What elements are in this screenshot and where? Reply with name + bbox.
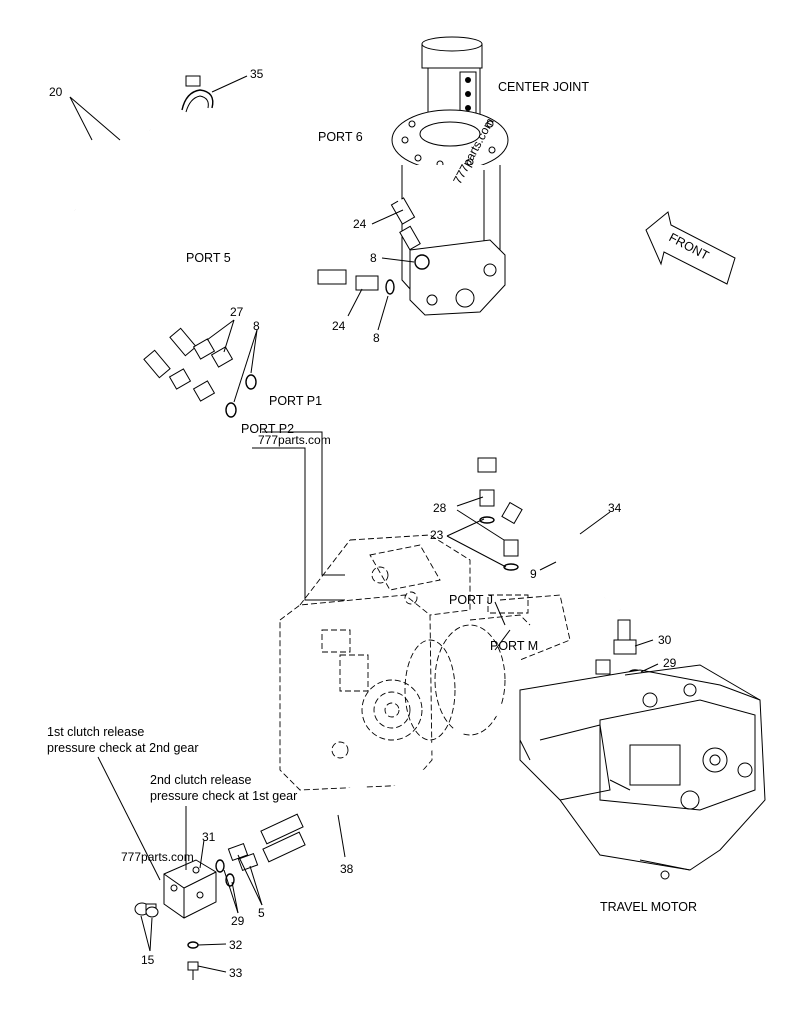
part-number-20: 20	[49, 85, 63, 99]
port-p2-label: PORT P2	[241, 422, 294, 436]
port-5-label: PORT 5	[186, 251, 231, 265]
clamp-35-drawing	[181, 75, 214, 113]
port-j-label: PORT J	[449, 593, 493, 607]
travel-motor-label: TRAVEL MOTOR	[600, 900, 697, 914]
part-number-8: 8	[370, 251, 377, 265]
check-block-drawing	[134, 859, 217, 980]
part-number-24: 24	[332, 319, 346, 333]
part-number-38: 38	[340, 862, 354, 876]
watermark-low: 777parts.com	[121, 850, 194, 864]
note-2nd-clutch-line1: 2nd clutch release	[150, 773, 252, 787]
port-6-label: PORT 6	[318, 130, 363, 144]
part-number-31: 31	[202, 830, 216, 844]
part-number-32: 32	[229, 938, 243, 952]
watermark-mid: 777parts.com	[258, 433, 331, 447]
port-m-label: PORT M	[490, 639, 538, 653]
leader-lines	[69, 75, 659, 973]
part-number-33: 33	[229, 966, 243, 980]
pump-drawing	[279, 534, 571, 791]
center-joint-label: CENTER JOINT	[498, 80, 589, 94]
part-number-8: 8	[253, 319, 260, 333]
part-number-30: 30	[658, 633, 672, 647]
center-joint-drawing	[385, 36, 509, 316]
part-number-28: 28	[433, 501, 447, 515]
front-arrow: FRONT	[645, 211, 736, 285]
part-number-29: 29	[231, 914, 245, 928]
note-1st-clutch-line1: 1st clutch release	[47, 725, 144, 739]
part-number-5: 5	[258, 906, 265, 920]
part-number-23: 23	[430, 528, 444, 542]
note-1st-clutch-line2: pressure check at 2nd gear	[47, 741, 198, 755]
port-p1-label: PORT P1	[269, 394, 322, 408]
part-number-27: 27	[230, 305, 244, 319]
travel-motor-drawing	[519, 664, 766, 880]
part-number-34: 34	[608, 501, 622, 515]
part-number-29: 29	[663, 656, 677, 670]
note-2nd-clutch-line2: pressure check at 1st gear	[150, 789, 297, 803]
part-number-9: 9	[530, 567, 537, 581]
part-number-15: 15	[141, 953, 155, 967]
part-number-35: 35	[250, 67, 264, 81]
hoses-20-drawing	[58, 124, 407, 418]
part-number-24: 24	[353, 217, 367, 231]
part-number-8: 8	[373, 331, 380, 345]
